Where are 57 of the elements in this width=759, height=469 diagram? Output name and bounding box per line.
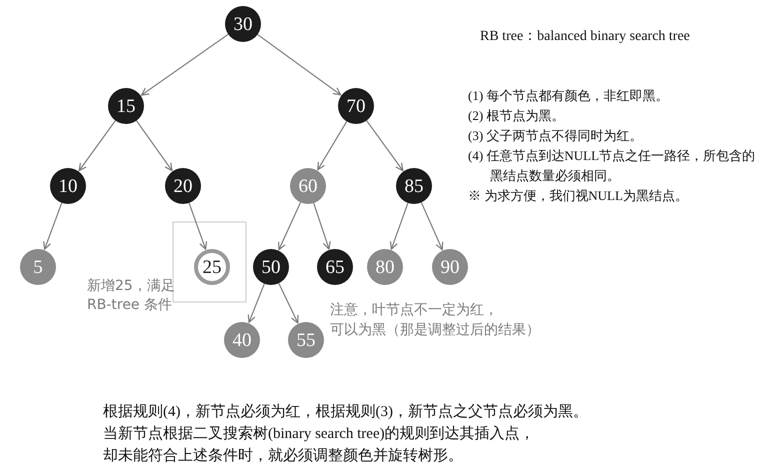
tree-node-circle [432, 249, 468, 285]
arrow [366, 120, 404, 172]
tree-node-circle [225, 6, 261, 42]
title: RB tree：balanced binary search tree [480, 28, 690, 45]
node-value: 15 [116, 96, 136, 116]
tree-node-circle [194, 249, 230, 285]
rule-text: (3) 父子两节点不得同时为红。 [468, 127, 642, 145]
node-value: 30 [234, 14, 252, 34]
arrow [278, 283, 298, 324]
tree-node-circle [50, 168, 86, 204]
arrow [140, 34, 229, 96]
rule-text: (1) 每个节点都有颜色，非红即黑。 [468, 87, 668, 105]
arrow [317, 121, 348, 170]
node-value: 70 [346, 96, 366, 116]
node-value: 80 [376, 258, 394, 276]
rule-text: (4) 任意节点到达NULL节点之任一路径，所包含的黑结点数量必须相同。 [468, 147, 756, 185]
arrow [390, 202, 408, 250]
node-value: 5 [33, 258, 43, 276]
arrow [420, 202, 444, 250]
tree-node-circle [20, 249, 56, 285]
node-value: 90 [440, 258, 460, 276]
tree-node-circle [396, 168, 432, 204]
arrow [278, 202, 302, 250]
tree-node-circle [367, 249, 403, 285]
tree-node-circle [224, 322, 260, 358]
arrow [43, 202, 62, 250]
arrow [188, 202, 208, 250]
node-value: 50 [262, 258, 280, 276]
node-value: 10 [58, 176, 78, 196]
node-caption: RB-tree 条件 [87, 296, 172, 314]
paragraph-line: 根据规则(4)，新节点必须为红，根据规则(3)，新节点之父节点必须为黑。 [103, 402, 588, 422]
note-text: ※ 为求方便，我们视NULL为黑结点。 [468, 187, 688, 205]
tree-node-circle [253, 249, 289, 285]
node-value: 40 [232, 330, 252, 350]
arrow [248, 284, 265, 323]
note-text: 注意，叶节点不一定为红， [330, 301, 498, 320]
arrow [313, 202, 331, 250]
arrow [136, 120, 173, 172]
node-value: 60 [298, 176, 318, 196]
tree-node-circle [290, 168, 326, 204]
paragraph-line: 当新节点根据二叉搜索树(binary search tree)的规则到达其插入点， [103, 424, 535, 444]
tree-node-circle [165, 168, 201, 204]
tree-node-circle [338, 88, 374, 124]
node-caption: 新增25，满足 [87, 277, 175, 295]
note-text: 可以为黑（那是调整过后的结果） [330, 321, 540, 340]
tree-node-circle [108, 88, 144, 124]
arrow [78, 120, 116, 172]
arrow [257, 34, 342, 96]
node-value: 55 [296, 330, 316, 350]
node-value: 65 [326, 258, 344, 276]
node-value: 25 [202, 258, 222, 276]
tree-node-circle [317, 249, 353, 285]
paragraph-line: 却未能符合上述条件时，就必须调整颜色并旋转树形。 [103, 446, 463, 466]
node-value: 85 [404, 176, 424, 196]
tree-node-circle [288, 322, 324, 358]
rule-text: (2) 根节点为黑。 [468, 107, 564, 125]
node-value: 20 [174, 176, 192, 196]
